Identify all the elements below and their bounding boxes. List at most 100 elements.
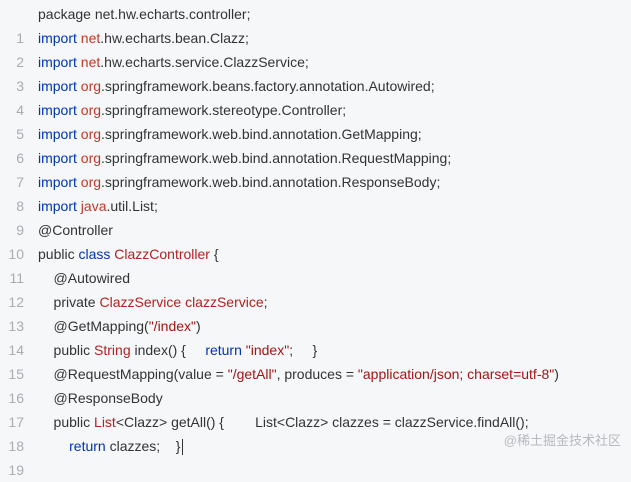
code-text: import net.hw.echarts.bean.Clazz; <box>38 26 249 50</box>
code-token: @Controller <box>38 222 113 238</box>
line-number: 1 <box>16 30 24 46</box>
line-number: 18 <box>8 438 24 454</box>
code-token: @GetMapping( <box>38 318 149 334</box>
code-token: org <box>80 102 102 118</box>
watermark: @稀土掘金技术社区 <box>503 433 621 448</box>
code-line: package net.hw.echarts.controller; <box>0 2 631 26</box>
code-line: 12 private ClazzService clazzService; <box>0 290 631 314</box>
code-line: 15 @RequestMapping(value = "/getAll", pr… <box>0 362 631 386</box>
code-token: index() { <box>130 342 206 358</box>
code-text: package net.hw.echarts.controller; <box>38 2 250 26</box>
code-token: ; } <box>289 342 318 358</box>
line-number: 6 <box>16 150 24 166</box>
code-token: net <box>80 30 101 46</box>
line-number: 12 <box>8 294 24 310</box>
code-token: .springframework.stereotype.Controller; <box>101 102 347 118</box>
code-text: public List<Clazz> getAll() { List<Clazz… <box>38 410 529 434</box>
code-token: org <box>80 174 102 190</box>
code-line: 16 @ResponseBody <box>0 386 631 410</box>
code-token: import <box>38 54 81 70</box>
code-token: org <box>80 78 102 94</box>
line-number: 3 <box>16 78 24 94</box>
code-token: return <box>69 438 110 454</box>
code-token: .hw.echarts.service.ClazzService; <box>100 54 309 70</box>
code-text: @Autowired <box>38 266 130 290</box>
code-token: ) <box>196 318 201 334</box>
code-token: .springframework.web.bind.annotation.Res… <box>101 174 441 190</box>
code-text: import org.springframework.web.bind.anno… <box>38 122 422 146</box>
code-token: class <box>78 246 115 262</box>
code-line: 8 import java.util.List; <box>0 194 631 218</box>
code-line: 17 public List<Clazz> getAll() { List<Cl… <box>0 410 631 434</box>
line-number: 7 <box>16 174 24 190</box>
code-line: 13 @GetMapping("/index") <box>0 314 631 338</box>
code-line: 19 <box>0 458 631 482</box>
code-token <box>38 438 69 454</box>
line-number: 16 <box>8 390 24 406</box>
line-number: 5 <box>16 126 24 142</box>
code-token: public <box>38 246 79 262</box>
code-token: public <box>38 414 95 430</box>
line-number: 11 <box>9 270 24 286</box>
code-line: 2 import net.hw.echarts.service.ClazzServ… <box>0 50 631 74</box>
code-text: import org.springframework.web.bind.anno… <box>38 170 440 194</box>
code-token: "application/json; charset=utf-8" <box>357 366 555 382</box>
code-token: "/getAll" <box>227 366 277 382</box>
code-text: return clazzes; } <box>38 434 184 458</box>
code-token: .springframework.beans.factory.annotatio… <box>101 78 435 94</box>
code-text: public String index() { return "index"; … <box>38 338 318 362</box>
code-token: "/index" <box>148 318 197 334</box>
code-line: 9 @Controller <box>0 218 631 242</box>
code-text: private ClazzService clazzService; <box>38 290 268 314</box>
code-token: @Autowired <box>38 270 131 286</box>
code-token: .springframework.web.bind.annotation.Get… <box>101 126 422 142</box>
code-text: import org.springframework.beans.factory… <box>38 74 435 98</box>
code-token: org <box>80 150 102 166</box>
line-number: 19 <box>8 462 24 478</box>
code-token: ClazzService <box>99 294 182 310</box>
code-token: { <box>209 246 219 262</box>
code-token: @RequestMapping(value = <box>38 366 228 382</box>
code-text: @RequestMapping(value = "/getAll", produ… <box>38 362 559 386</box>
code-token: ; <box>263 294 268 310</box>
code-line: 7 import org.springframework.web.bind.ann… <box>0 170 631 194</box>
code-token: import <box>38 150 81 166</box>
code-token: return <box>205 342 246 358</box>
code-token: clazzes; } <box>109 438 181 454</box>
code-token: String <box>94 342 131 358</box>
code-token: java <box>80 198 107 214</box>
line-number: 2 <box>16 54 24 70</box>
line-number: 13 <box>8 318 24 334</box>
line-number: 8 <box>16 198 24 214</box>
code-token: @ResponseBody <box>38 390 163 406</box>
code-token: .util.List; <box>106 198 158 214</box>
code-text: @Controller <box>38 218 113 242</box>
code-token: net <box>80 54 101 70</box>
code-line: 5 import org.springframework.web.bind.ann… <box>0 122 631 146</box>
code-token: ) <box>554 366 559 382</box>
code-text: import java.util.List; <box>38 194 158 218</box>
code-token: import <box>38 30 81 46</box>
code-line: 18 return clazzes; } <box>0 434 631 458</box>
code-token: private <box>38 294 100 310</box>
code-line: 11 @Autowired <box>0 266 631 290</box>
code-token: import <box>38 174 81 190</box>
code-line: 14 public String index() { return "index… <box>0 338 631 362</box>
code-token: import <box>38 78 81 94</box>
code-line: 1 import net.hw.echarts.bean.Clazz; <box>0 26 631 50</box>
code-token: import <box>38 198 81 214</box>
code-token: clazzService <box>185 294 264 310</box>
line-number: 10 <box>8 246 24 262</box>
code-token: <Clazz> getAll() { List<Clazz> clazzes =… <box>115 414 529 430</box>
code-token: import <box>38 102 81 118</box>
line-number: 14 <box>8 342 24 358</box>
code-token: package net.hw.echarts.controller; <box>38 6 251 22</box>
code-token: , produces = <box>276 366 358 382</box>
code-token: public <box>38 342 95 358</box>
code-text: @GetMapping("/index") <box>38 314 201 338</box>
line-number: 9 <box>16 222 24 238</box>
